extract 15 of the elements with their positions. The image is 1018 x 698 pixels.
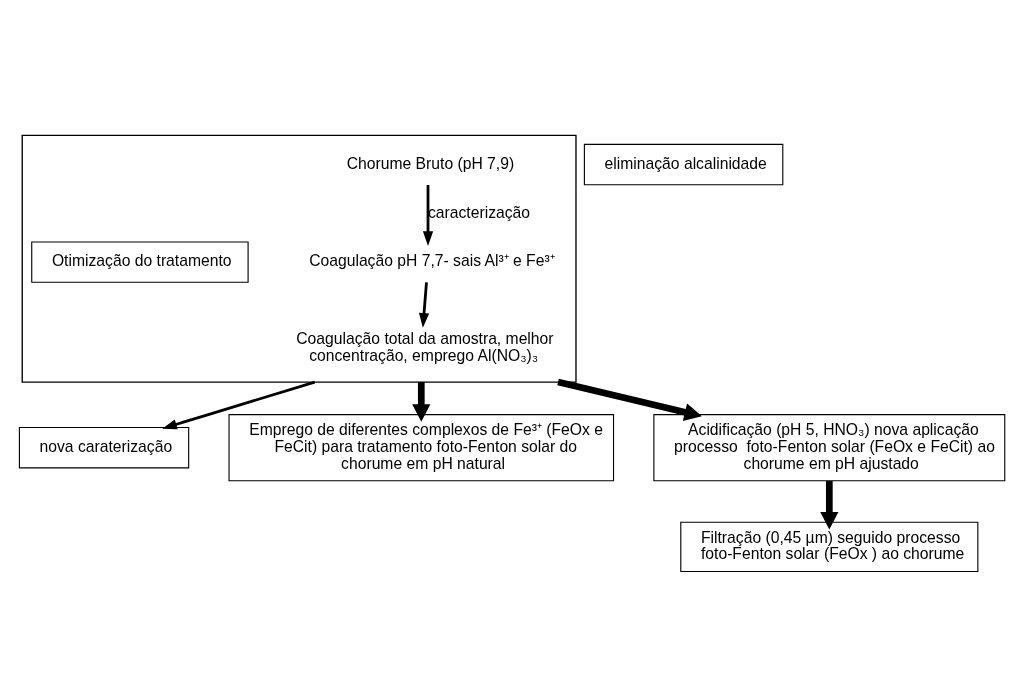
- arrow: [422, 185, 434, 246]
- node-box: eliminação alcalinidade: [583, 143, 784, 186]
- cluster: [21, 134, 577, 383]
- edge-label: caracterização: [428, 203, 531, 221]
- node-box: nova caraterização: [18, 426, 190, 469]
- arrow: [557, 378, 702, 422]
- node-box: Emprego de diferentes complexos de Fe³⁺ (FeOx e FeCit) para tratamento foto-Fenton solar do chorume em pH natural: [228, 414, 615, 482]
- node-text: Coagulação pH 7,7- sais Al³⁺ e Fe³⁺: [309, 252, 555, 270]
- node-box: Filtração (0,45 µm) seguido processo foto-Fenton solar (FeOx ) ao chorume: [680, 521, 979, 573]
- node-text: Coagulação total da amostra, melhor concentração, emprego Al(NO₃)₃: [296, 330, 554, 364]
- arrow: [162, 380, 316, 430]
- node-box: Acidificação (pH 5, HNO₃) nova aplicação processo foto-Fenton solar (FeOx e FeCit) ao chorume em pH ajustado: [653, 414, 1006, 482]
- node-text: Chorume Bruto (pH 7,9): [346, 154, 515, 172]
- arrow: [418, 282, 430, 328]
- node-box: Otimização do tratamento: [31, 241, 249, 283]
